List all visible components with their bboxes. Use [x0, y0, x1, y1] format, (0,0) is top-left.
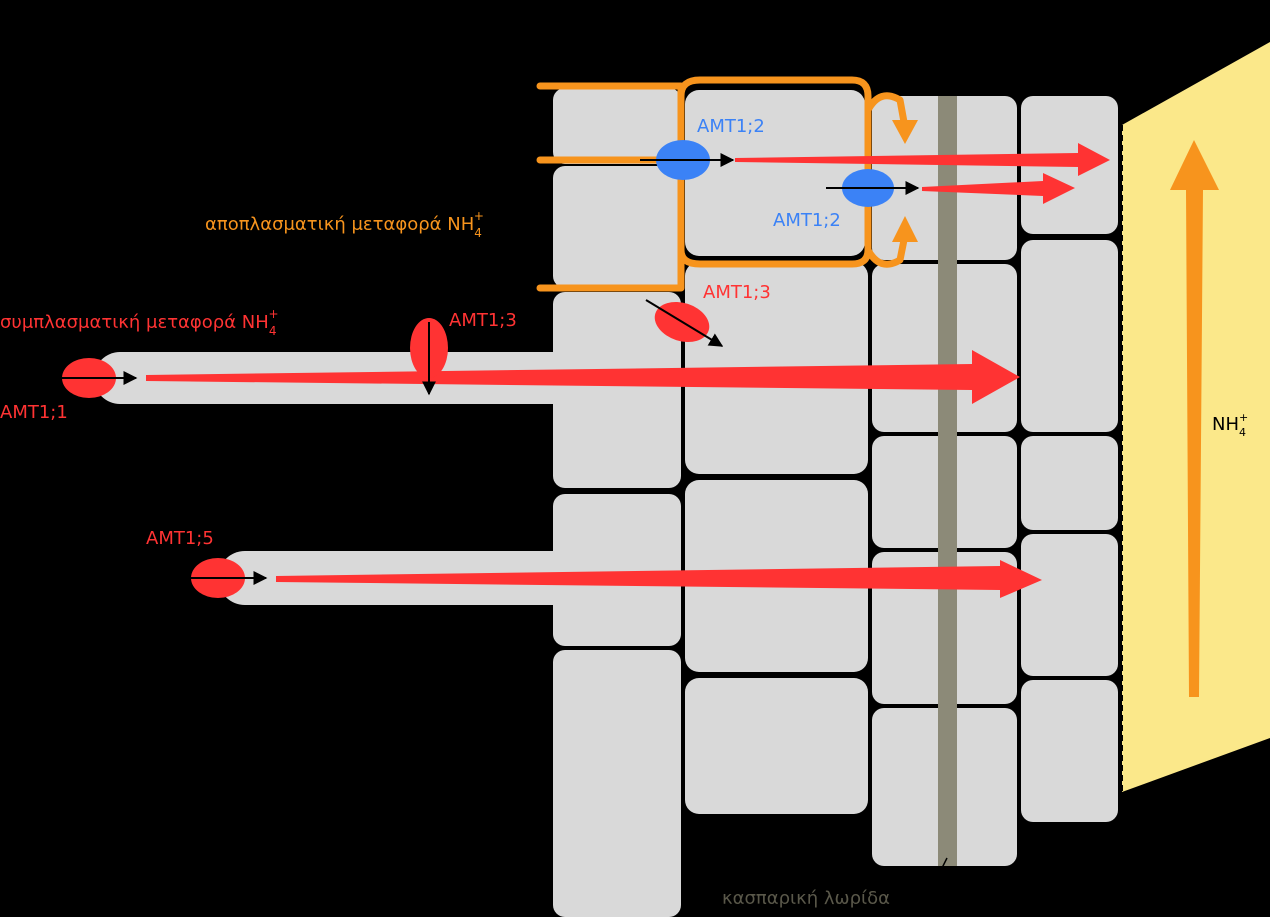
symplastic-arrow-lower: [276, 560, 1042, 598]
amt12-arrow-top: [735, 143, 1110, 176]
epidermis-cell: [553, 650, 681, 917]
cortex-cell: [685, 678, 868, 814]
apoplastic-arrowhead: [892, 216, 918, 242]
cortex-cells: [685, 90, 868, 814]
epidermis-cell: [553, 292, 681, 488]
pericycle-cell: [1021, 680, 1118, 822]
amt13-hair-label: AMT1;3: [449, 310, 517, 331]
epidermis-cell: [553, 166, 681, 288]
casparian-strip-label: κασπαρική λωρίδα: [722, 888, 890, 909]
apoplastic-line: [536, 82, 685, 292]
casparian-strip: [938, 96, 957, 866]
amt13-cortex-label: AMT1;3: [703, 282, 771, 303]
apoplastic-curl-top: [864, 92, 908, 126]
pericycle-cell: [1021, 534, 1118, 676]
cortex-cell: [685, 90, 865, 256]
symplastic-transport-label: συμπλασματική μεταφορά NH4+: [0, 307, 279, 338]
amt12-label-top: AMT1;2: [697, 116, 765, 137]
casparian-pointer: [936, 857, 948, 879]
pericycle-cell: [1021, 240, 1118, 432]
pericycle-cells: [1021, 96, 1118, 822]
amt12-label-bottom: AMT1;2: [773, 210, 841, 231]
epidermis-cell: [553, 88, 681, 164]
transporters: [62, 140, 920, 598]
xylem-ion-label: NH4+: [1212, 411, 1248, 439]
symplastic-arrows: [146, 143, 1110, 598]
amt11-label: AMT1;1: [0, 402, 68, 423]
amt12-arrow-bottom: [922, 173, 1075, 204]
epidermis-cells: [553, 88, 681, 917]
xylem-upward-arrow: [1170, 140, 1219, 697]
symplastic-arrow-main: [146, 350, 1020, 404]
apoplastic-arrowhead: [892, 120, 918, 144]
apoplastic-curl-bottom: [864, 236, 908, 268]
amt13-cortex-flux-icon: [645, 299, 724, 347]
pericycle-cell: [1021, 436, 1118, 530]
epidermis-cell: [553, 494, 681, 646]
apoplastic-transport-label: αποπλασματική μεταφορά NH4+: [205, 209, 484, 240]
amt15-label: AMT1;5: [146, 528, 214, 549]
